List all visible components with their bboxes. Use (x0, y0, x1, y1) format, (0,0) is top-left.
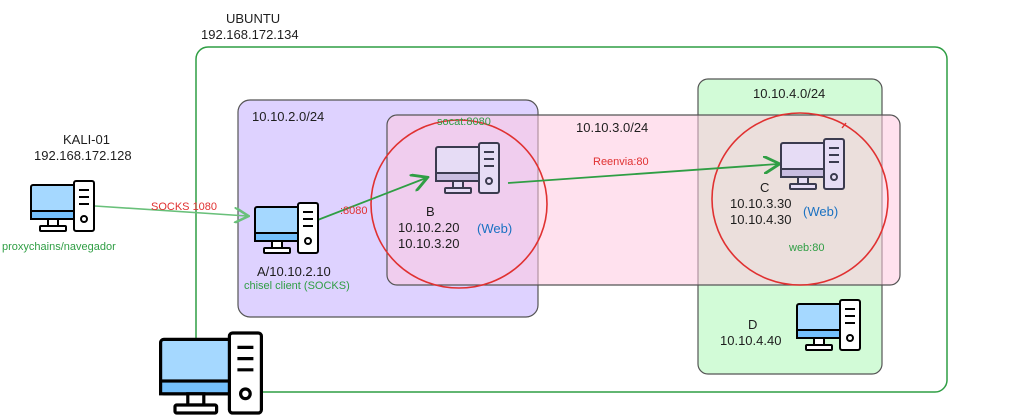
socks-arrow (94, 205, 247, 216)
host-d-name: D (748, 317, 758, 332)
host-b-name: B (426, 204, 435, 219)
host-c-ip1: 10.10.3.30 (730, 196, 792, 211)
host-c-name: C (760, 180, 770, 195)
host-c-highlight-circle (711, 112, 889, 286)
network-10-10-2-label: 10.10.2.0/24 (252, 109, 325, 124)
ubuntu-host-box (195, 46, 948, 393)
host-b-ip2: 10.10.3.20 (398, 236, 460, 251)
host-b-service: socat:8080 (437, 116, 491, 128)
host-a-label: A/10.10.2.10 (257, 264, 331, 279)
ubuntu-ip: 192.168.172.134 (201, 27, 299, 42)
kali-ip: 192.168.172.128 (34, 148, 132, 163)
network-10-10-3-label: 10.10.3.0/24 (576, 120, 649, 135)
host-d-ip: 10.10.4.40 (720, 333, 782, 348)
network-10-10-4-label: 10.10.4.0/24 (753, 86, 826, 101)
kali-tool-label: proxychains/navegador (2, 241, 116, 253)
host-b-ip1: 10.10.2.20 (398, 220, 460, 235)
host-c-tag: (Web) (803, 204, 839, 219)
ubuntu-title: UBUNTU (226, 11, 281, 26)
forward-arrow (507, 164, 778, 184)
ubuntu-computer-icon (159, 331, 263, 415)
port-8080-label: :8080 (340, 205, 368, 217)
kali-title: KALI-01 (63, 132, 110, 147)
host-b-tag: (Web) (477, 221, 513, 236)
host-b-highlight-circle (370, 119, 548, 289)
forward-link-label: Reenvia:80 (593, 156, 649, 168)
host-a-role: chisel client (SOCKS) (244, 280, 350, 292)
kali-computer-icon (30, 180, 95, 232)
socks-link-label: SOCKS 1080 (151, 201, 218, 213)
host-c-ip2: 10.10.4.30 (730, 212, 792, 227)
host-c-service: web:80 (789, 242, 825, 254)
